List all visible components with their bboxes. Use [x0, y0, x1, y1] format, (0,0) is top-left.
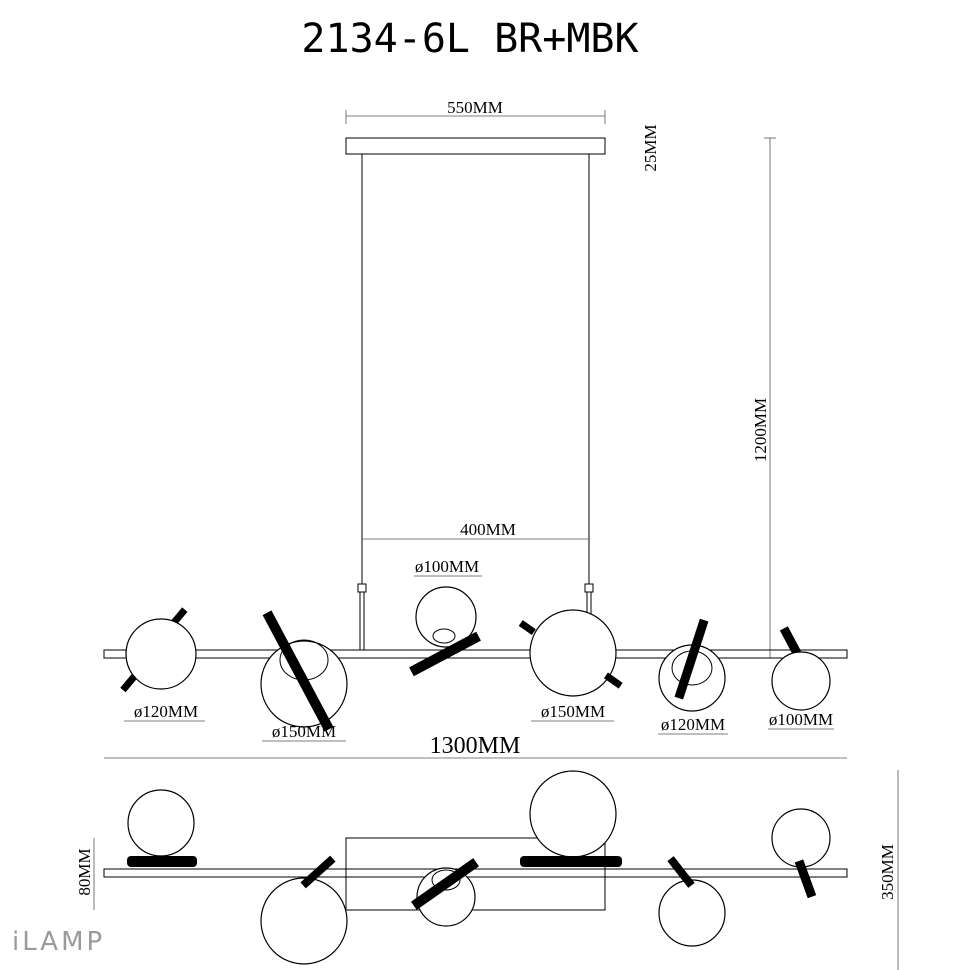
shade-4 — [529, 609, 617, 697]
bar-height-label: 80MM — [75, 848, 94, 895]
rod-4b — [603, 672, 623, 689]
canopy-width-label: 550MM — [447, 98, 503, 117]
drop-height-label: 1200MM — [751, 398, 770, 462]
rod-1b — [120, 672, 139, 693]
total-length-label: 1300MM — [430, 733, 521, 759]
top-bar — [103, 868, 848, 878]
wire-spacing-label: 400MM — [460, 520, 516, 539]
top-shade-3-socket — [431, 869, 461, 891]
top-rod-1 — [127, 856, 197, 867]
shade-3-diameter: ø100MM — [415, 557, 479, 576]
gripper-right — [584, 583, 594, 593]
top-rod-5 — [667, 856, 695, 888]
rod-5 — [674, 618, 709, 700]
top-rod-4 — [520, 856, 622, 867]
gripper-left — [357, 583, 367, 593]
shade-6 — [771, 651, 831, 711]
shade-6-diameter: ø100MM — [769, 710, 833, 729]
front-bar — [103, 649, 848, 659]
top-rod-2 — [300, 855, 336, 889]
front-view: 550MM 25MM 400MM 1200MM — [103, 98, 848, 759]
rod-3 — [409, 631, 481, 677]
shade-3-socket — [432, 628, 456, 644]
top-rod-6 — [794, 859, 817, 899]
shade-2-diameter: ø150MM — [272, 722, 336, 741]
top-shade-5 — [658, 879, 726, 947]
rod-6 — [779, 626, 801, 656]
ilamp-logo: iLAMP — [12, 927, 105, 957]
top-shade-1 — [127, 789, 195, 857]
shade-3 — [415, 586, 477, 648]
product-title: 2134-6L BR+MBK — [301, 16, 638, 62]
top-canopy — [345, 837, 606, 911]
top-shade-4 — [529, 770, 617, 858]
top-shade-3 — [416, 867, 476, 927]
top-shade-2 — [260, 877, 348, 965]
top-view: 80MM 350MM — [75, 770, 899, 970]
rod-4a — [518, 620, 536, 636]
shade-1 — [125, 618, 197, 690]
shade-5-diameter: ø120MM — [661, 715, 725, 734]
canopy — [345, 137, 606, 155]
shade-1-diameter: ø120MM — [134, 702, 198, 721]
total-depth-label: 350MM — [878, 844, 897, 900]
canopy-height-label: 25MM — [641, 124, 660, 171]
top-rod-3 — [411, 858, 479, 910]
rod-2 — [262, 610, 334, 732]
shade-4-diameter: ø150MM — [541, 702, 605, 721]
top-shade-6 — [771, 808, 831, 868]
